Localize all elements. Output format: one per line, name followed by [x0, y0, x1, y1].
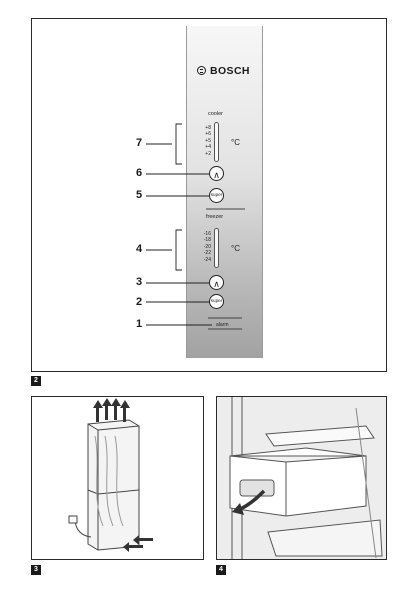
brand-logo: BOSCH — [197, 65, 250, 77]
drawer-removal-illustration — [217, 397, 386, 559]
figure-3-frame — [31, 396, 204, 560]
cooler-scale-value: +6 — [205, 131, 211, 138]
cooler-scale: +8 +6 +5 +4 +2 — [193, 125, 211, 157]
freezer-scale-value: -22 — [203, 250, 211, 257]
chevron-up-icon: ∧ — [213, 279, 220, 289]
cooler-unit: °C — [231, 138, 240, 147]
callout-6: 6 — [135, 167, 143, 179]
callout-5: 5 — [135, 189, 143, 201]
callout-7: 7 — [135, 137, 143, 149]
cooler-super-button[interactable]: super — [209, 188, 224, 203]
figure-2-number: 2 — [31, 376, 41, 386]
freezer-scale: -16 -18 -20 -22 -24 — [193, 231, 211, 263]
figure-2-frame — [31, 18, 387, 372]
chevron-up-icon: ∧ — [213, 170, 220, 180]
brand-name: BOSCH — [210, 65, 250, 77]
alarm-label: alarm — [216, 322, 229, 328]
cooler-up-button[interactable]: ∧ — [209, 166, 224, 181]
freezer-super-button[interactable]: super — [209, 294, 224, 309]
freezer-up-button[interactable]: ∧ — [209, 275, 224, 290]
cooler-scale-value: +2 — [205, 150, 211, 157]
airflow-fridge-illustration — [68, 398, 153, 552]
cooler-scale-value: +8 — [205, 125, 211, 131]
figure-3-number: 3 — [31, 565, 41, 575]
figure-4-frame — [216, 396, 387, 560]
cooler-temperature-indicator — [214, 122, 219, 162]
callout-3: 3 — [135, 276, 143, 288]
freezer-scale-value: -20 — [203, 243, 211, 250]
freezer-unit: °C — [231, 244, 240, 253]
callout-1: 1 — [135, 318, 143, 330]
figure-4-number: 4 — [216, 565, 226, 575]
cooler-scale-value: +5 — [205, 137, 211, 144]
freezer-scale-value: -24 — [203, 256, 211, 263]
freezer-label: freezer — [206, 214, 224, 220]
callout-2: 2 — [135, 296, 143, 308]
control-panel — [186, 26, 263, 358]
bosch-logo-icon — [197, 66, 206, 75]
freezer-scale-value: -16 — [203, 231, 211, 237]
cooler-label: cooler — [208, 111, 223, 117]
freezer-temperature-indicator — [214, 228, 219, 268]
callout-4: 4 — [135, 243, 143, 255]
freezer-scale-value: -18 — [203, 237, 211, 244]
cooler-scale-value: +4 — [205, 144, 211, 151]
